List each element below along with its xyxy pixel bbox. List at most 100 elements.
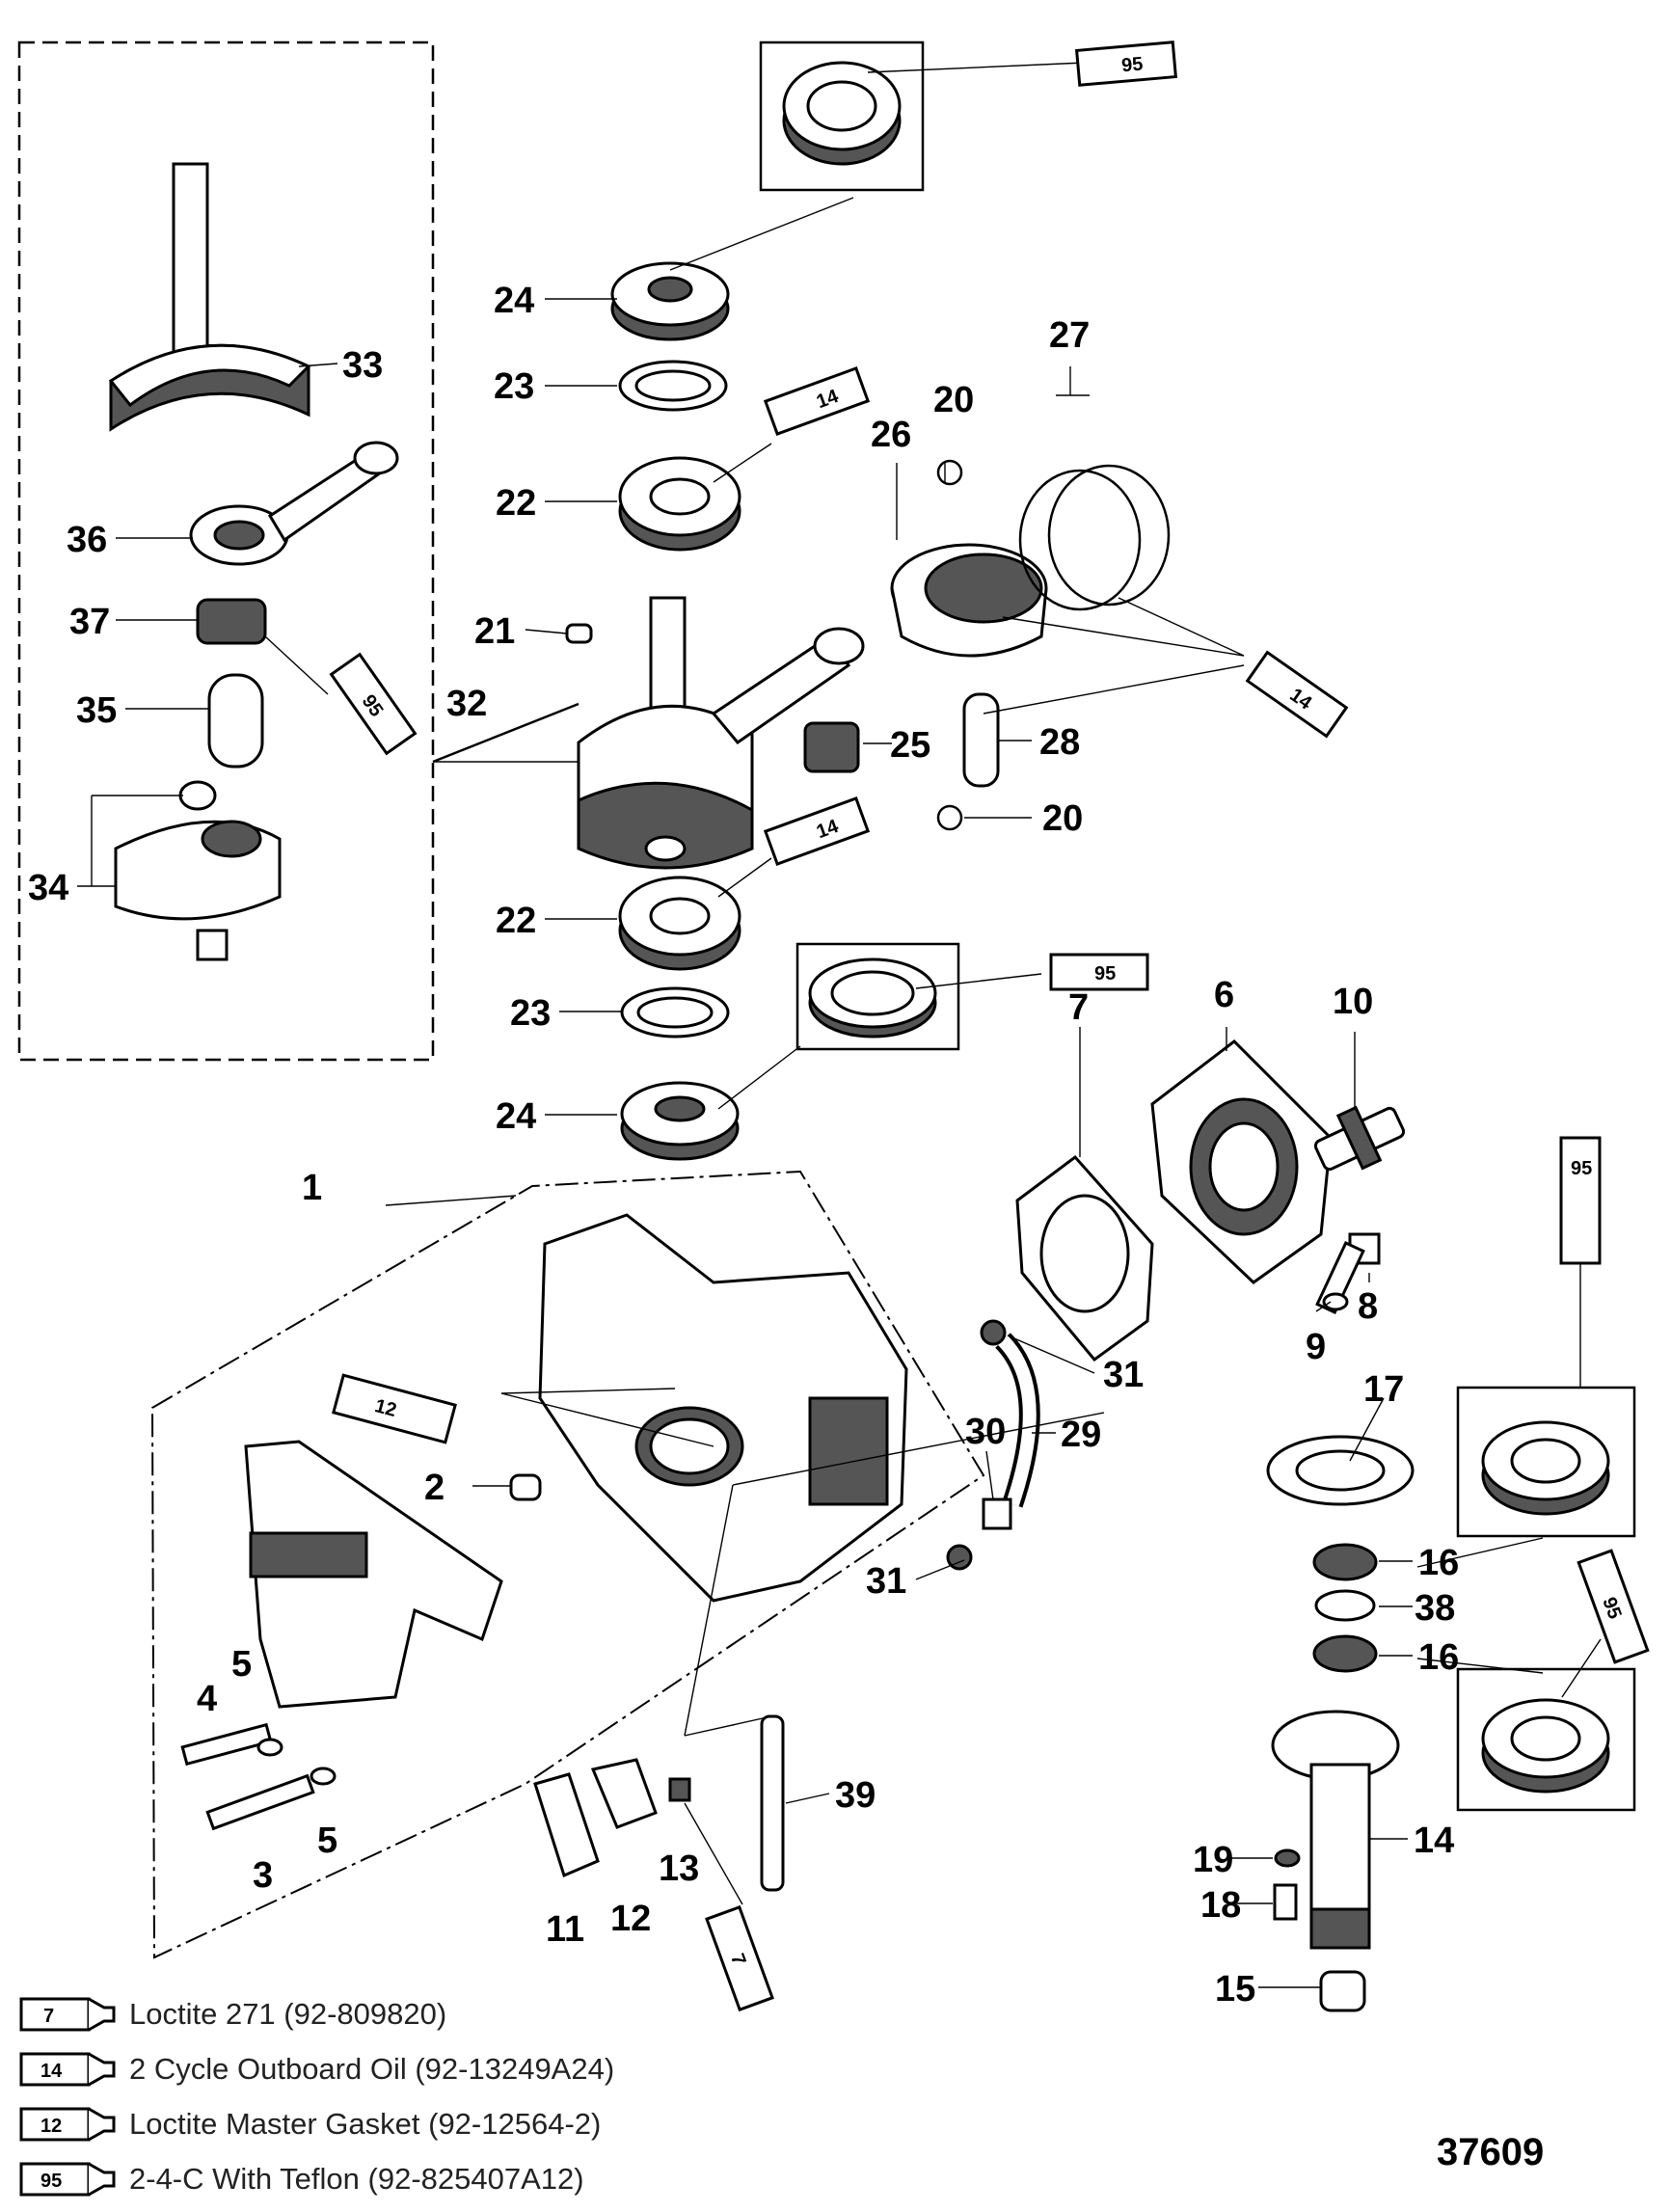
seal-detail-box-right-lower xyxy=(1456,1667,1636,1812)
callout: 10 xyxy=(1333,982,1373,1022)
seal-detail-box-right-upper xyxy=(1456,1386,1636,1538)
tube-39 xyxy=(760,1714,785,1892)
seal-24-bottom xyxy=(620,1081,740,1161)
needle-bearing-25 xyxy=(803,721,860,773)
callout: 20 xyxy=(933,380,974,420)
callout: 13 xyxy=(659,1848,699,1889)
callout: 23 xyxy=(510,993,551,1034)
cylinder-head-6 xyxy=(1150,1039,1333,1284)
callout: 24 xyxy=(494,281,534,321)
tube-icon: 95 xyxy=(19,2162,116,2196)
callout: 9 xyxy=(1306,1327,1326,1367)
hose-clamp-31 xyxy=(946,1319,1007,1571)
bearing-22-bottom xyxy=(618,876,741,971)
legend-text: Loctite 271 (92-809820) xyxy=(129,1996,447,2031)
legend-text: 2-4-C With Teflon (92-825407A12) xyxy=(129,2161,584,2196)
crankshaft-inset-lower xyxy=(114,820,282,961)
callout: 32 xyxy=(446,684,487,724)
svg-text:95: 95 xyxy=(1571,1158,1592,1179)
legend-item: 7 Loctite 271 (92-809820) xyxy=(19,1986,614,2041)
callout: 26 xyxy=(871,415,911,455)
callout: 27 xyxy=(1049,315,1090,356)
key-21 xyxy=(565,623,593,644)
callout: 35 xyxy=(76,690,117,731)
screw-13 xyxy=(668,1777,691,1802)
seal-24-top xyxy=(610,261,730,341)
seal-detail-box-middle xyxy=(795,942,960,1051)
hose-fitting-30 xyxy=(982,1497,1012,1530)
gasket-17 xyxy=(1266,1435,1415,1506)
callout: 12 xyxy=(610,1899,651,1939)
callout: 37 xyxy=(69,602,110,642)
callout: 4 xyxy=(197,1679,217,1719)
legend-item: 14 2 Cycle Outboard Oil (92-13249A24) xyxy=(19,2041,614,2096)
tube-14: 14 xyxy=(763,796,871,866)
callout: 5 xyxy=(317,1821,337,1861)
tube-14: 14 xyxy=(763,366,871,436)
svg-text:95: 95 xyxy=(40,2171,62,2192)
callout: 34 xyxy=(28,868,68,908)
callout: 11 xyxy=(546,1909,584,1950)
lubricant-tubes: 95 14 95 14 14 95 95 12 95 7 xyxy=(329,40,1650,2012)
tube-icon: 14 xyxy=(19,2052,116,2086)
tube-12: 12 xyxy=(332,1373,457,1444)
screws-4-3 xyxy=(180,1722,315,1831)
crankcase-cover xyxy=(244,1440,503,1709)
tube-95: 95 xyxy=(1577,1549,1650,1664)
callout: 31 xyxy=(1103,1355,1144,1395)
tube-95: 95 xyxy=(1049,953,1149,991)
callout: 15 xyxy=(1215,1969,1255,2010)
callout: 30 xyxy=(965,1412,1006,1452)
callout: 2 xyxy=(424,1468,445,1508)
callout: 17 xyxy=(1363,1369,1404,1410)
spark-plug-10 xyxy=(1313,1105,1406,1172)
callout: 8 xyxy=(1358,1286,1378,1327)
callout: 1 xyxy=(302,1168,322,1208)
crankshaft-inset-upper xyxy=(108,162,311,432)
piston-26 xyxy=(890,543,1048,658)
piston-rings-27 xyxy=(1018,464,1171,611)
bushing-15 xyxy=(1319,1970,1366,2012)
bearing-22-top xyxy=(618,456,741,552)
tube-icon: 12 xyxy=(19,2107,116,2141)
svg-text:14: 14 xyxy=(40,2061,63,2082)
lubricant-legend: 7 Loctite 271 (92-809820) 14 2 Cycle Out… xyxy=(19,1986,614,2206)
tube-95: 95 xyxy=(329,652,418,756)
leader-lines xyxy=(77,62,1602,1988)
crankshaft-32 xyxy=(577,596,865,870)
callout: 28 xyxy=(1039,722,1080,763)
retaining-ring-20 xyxy=(936,459,963,831)
callout-numbers: 24 33 23 27 20 26 22 36 37 21 35 32 25 2… xyxy=(28,281,1459,2010)
legend-item: 95 2-4-C With Teflon (92-825407A12) xyxy=(19,2151,614,2206)
tube-95: 95 xyxy=(1074,40,1178,87)
callout: 19 xyxy=(1193,1840,1233,1880)
seal-detail-box-top xyxy=(759,40,925,192)
connecting-rod-inset xyxy=(189,441,399,566)
callout: 31 xyxy=(866,1561,906,1602)
svg-text:95: 95 xyxy=(1094,963,1116,985)
callout: 21 xyxy=(474,611,515,652)
callout: 39 xyxy=(835,1775,876,1816)
washers-5 xyxy=(256,1738,337,1786)
callout: 33 xyxy=(342,345,383,386)
callout: 3 xyxy=(253,1855,273,1896)
callout: 7 xyxy=(1068,987,1089,1028)
callout: 29 xyxy=(1061,1415,1101,1455)
tube-14: 14 xyxy=(1245,650,1349,739)
callout: 22 xyxy=(496,901,536,941)
piston-pin-28 xyxy=(962,692,1000,788)
callout: 6 xyxy=(1214,975,1234,1015)
svg-text:12: 12 xyxy=(40,2116,62,2137)
callout: 16 xyxy=(1418,1543,1459,1583)
figure-number: 37609 xyxy=(1437,2131,1545,2173)
callout: 20 xyxy=(1042,798,1083,839)
reed-plates-11-12 xyxy=(533,1758,658,1878)
svg-text:95: 95 xyxy=(1120,54,1144,77)
legend-text: 2 Cycle Outboard Oil (92-13249A24) xyxy=(129,2051,615,2086)
crankpin-inset xyxy=(178,673,264,811)
callout: 25 xyxy=(890,725,930,766)
tube-95: 95 xyxy=(1559,1136,1602,1265)
callout: 16 xyxy=(1418,1637,1459,1678)
callout: 36 xyxy=(67,520,107,560)
hose-29 xyxy=(994,1333,1040,1508)
